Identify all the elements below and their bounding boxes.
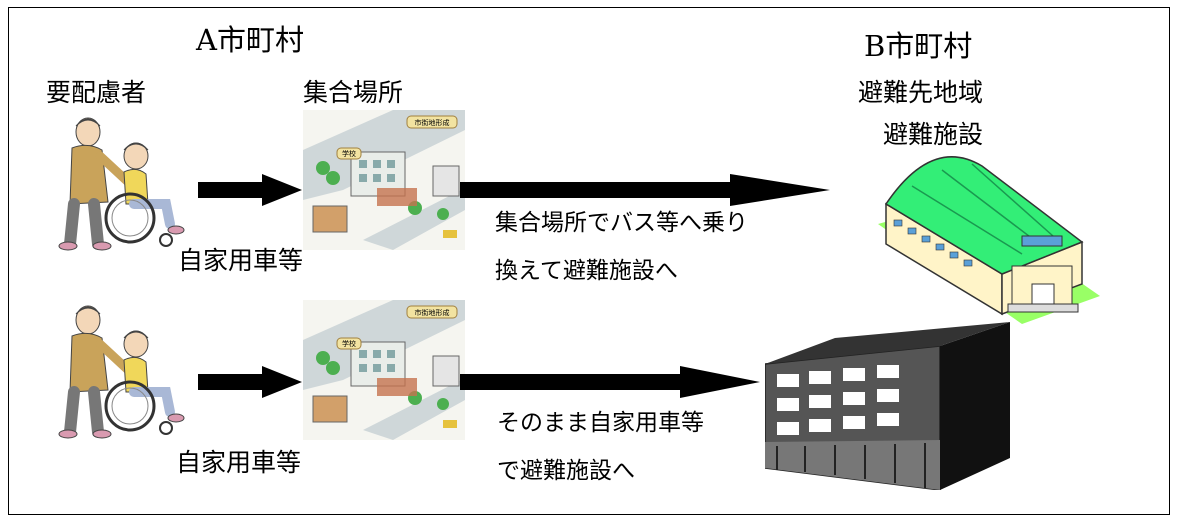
- evacuation-area-label: 避難先地域: [858, 78, 984, 107]
- assembly-point-map: 市街地形成 学校: [303, 110, 465, 250]
- arrow-to-assembly-2: [198, 364, 302, 400]
- evacuation-facility-label: 避難施設: [883, 120, 984, 149]
- caregiver-wheelchair-illustration: [48, 112, 188, 252]
- assembly-point-map-2: 市街地形成 学校: [303, 300, 465, 440]
- arrow-to-building: [460, 364, 760, 400]
- map-tag-school: 学校: [342, 149, 356, 158]
- map-tag-school-2: 学校: [342, 339, 356, 348]
- arrow-to-assembly: [198, 172, 302, 208]
- arrow-to-evacuation-facility: [460, 172, 830, 208]
- route-1-description-line-1: 集合場所でバス等へ乗り: [495, 210, 748, 236]
- route-2-description-line-1: そのまま自家用車等: [497, 410, 704, 436]
- route-2-description-line-2: で避難施設へ: [497, 458, 635, 484]
- map-tag-top: 市街地形成: [415, 118, 450, 127]
- municipality-b-title: B市町村: [864, 29, 973, 63]
- map-tag-top-2: 市街地形成: [415, 308, 450, 317]
- assembly-point-label: 集合場所: [303, 78, 404, 107]
- municipality-a-title: A市町村: [196, 23, 304, 57]
- evacuation-gymnasium-illustration: [872, 146, 1102, 324]
- route-2-transport-label: 自家用車等: [176, 448, 302, 477]
- caregiver-wheelchair-illustration-2: [48, 300, 188, 440]
- person-requiring-care-label: 要配慮者: [46, 78, 147, 107]
- evacuation-building-illustration: [765, 318, 1015, 490]
- route-1-transport-label: 自家用車等: [178, 246, 304, 275]
- route-1-description-line-2: 換えて避難施設へ: [495, 258, 678, 284]
